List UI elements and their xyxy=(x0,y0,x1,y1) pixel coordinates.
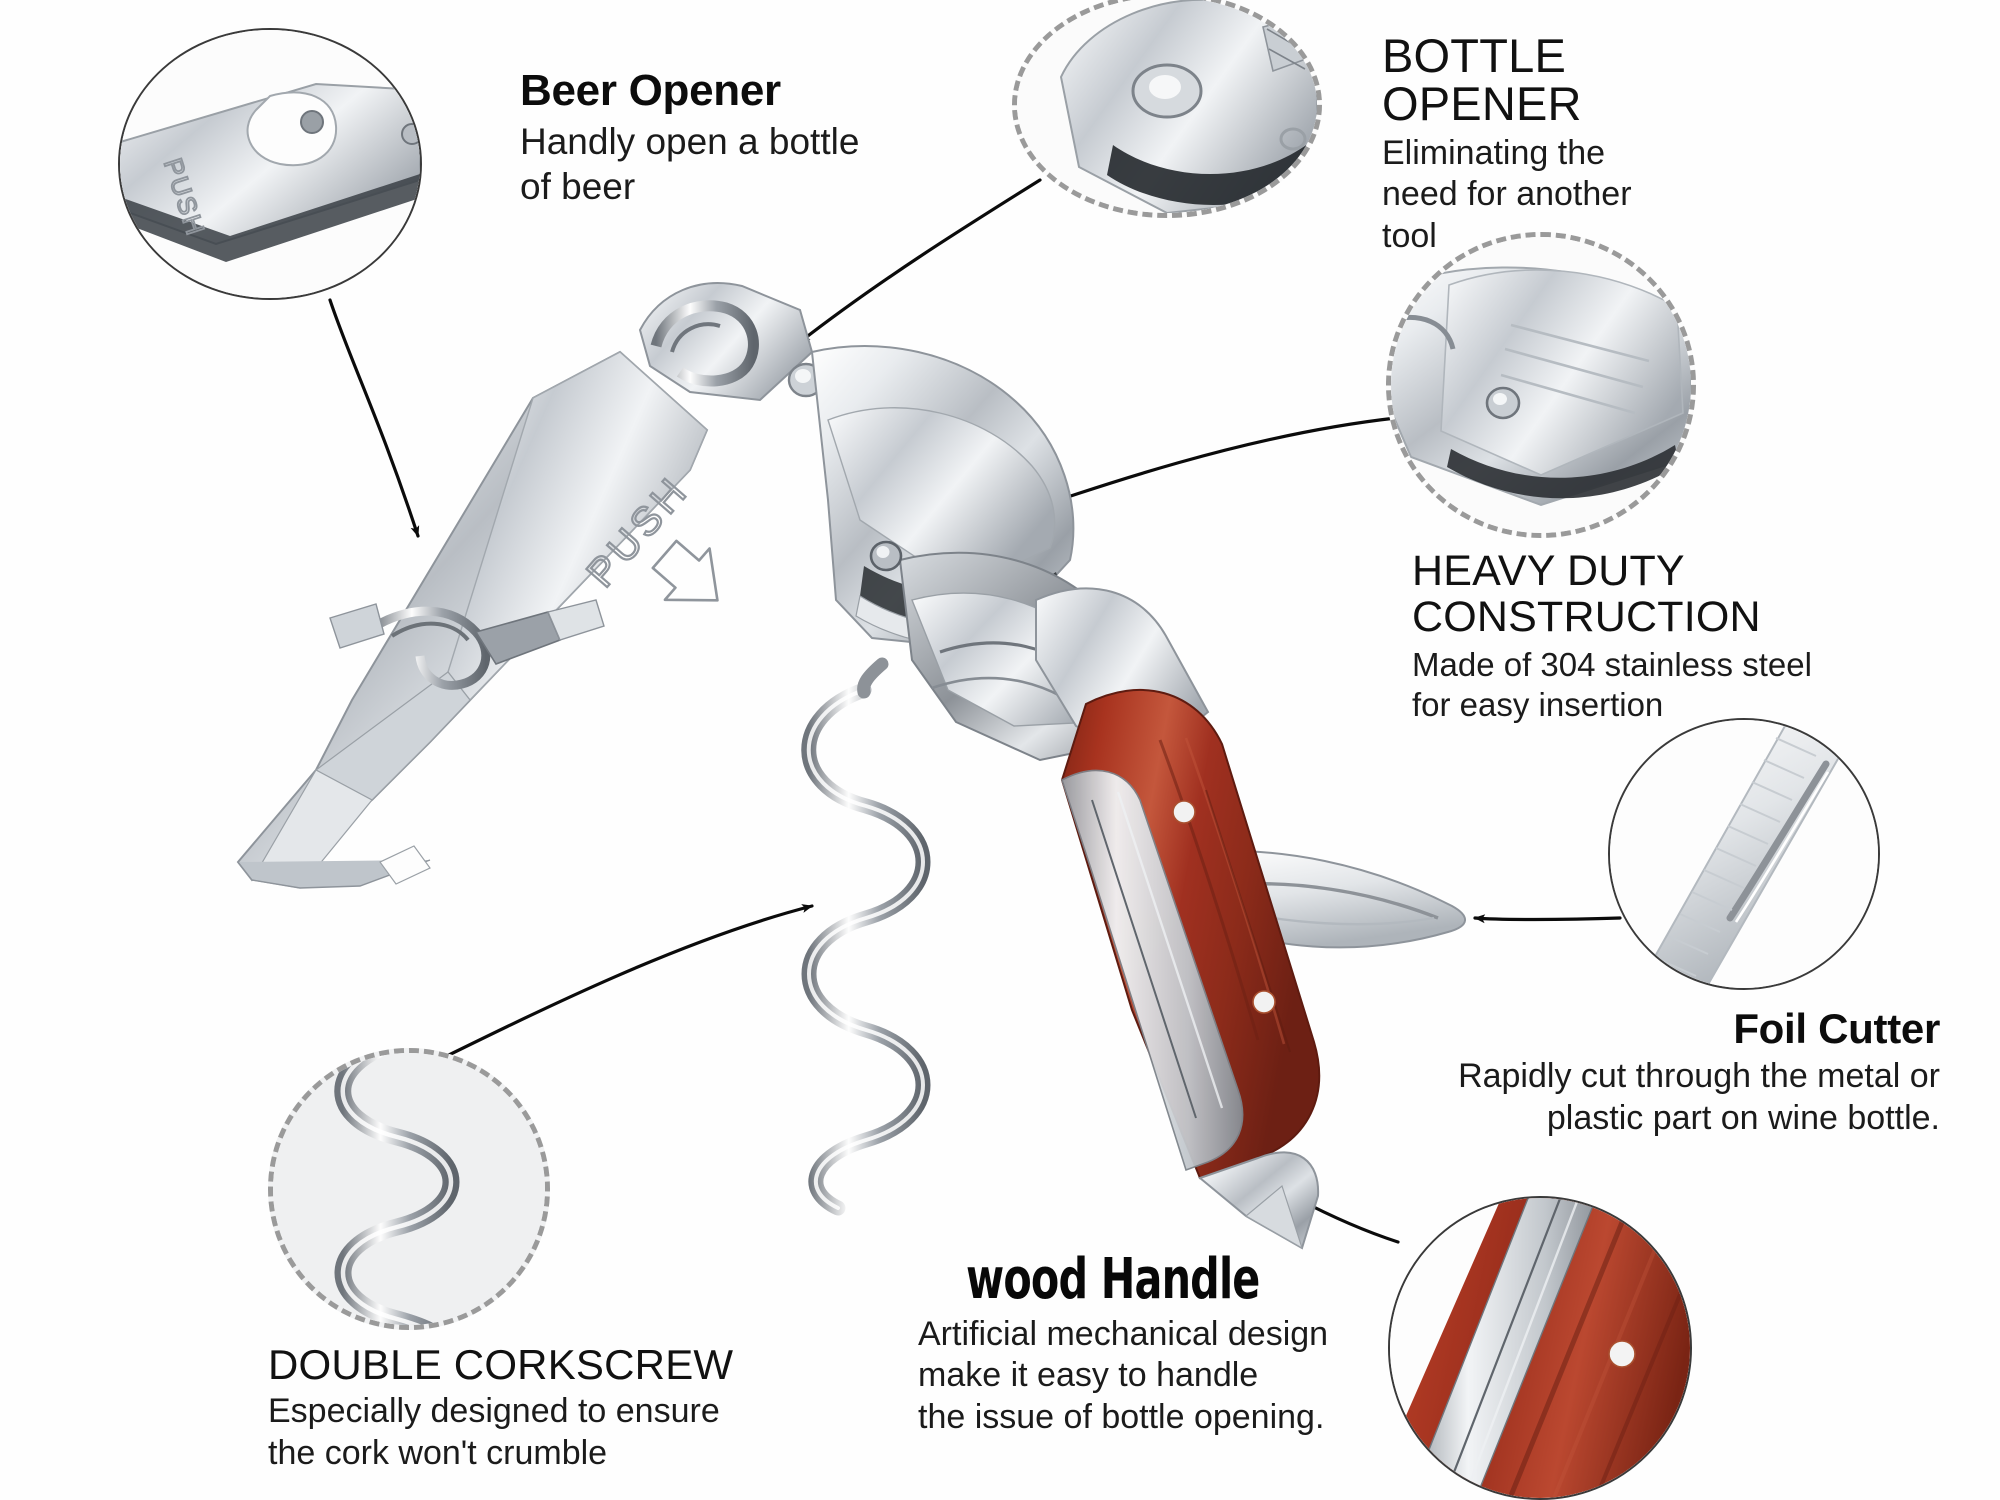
callout-text-beer-opener: Beer Opener Handly open a bottle of beer xyxy=(520,66,940,210)
wood-handle-body: Artificial mechanical design make it eas… xyxy=(918,1314,1438,1438)
wood-handle-body-line-1: Artificial mechanical design xyxy=(918,1315,1329,1353)
callout-text-double-corkscrew: DOUBLE CORKSCREW Especially designed to … xyxy=(268,1342,868,1474)
wood-handle-title: wood Handle xyxy=(966,1247,1260,1312)
foil-cutter-body-line-1: Rapidly cut through the metal or xyxy=(1458,1057,1940,1096)
beer-opener-title: Beer Opener xyxy=(520,66,781,115)
handle-rivet-lower xyxy=(1252,990,1276,1014)
foil-cutter-title: Foil Cutter xyxy=(1733,1005,1940,1052)
wood-handle-title-wrap: wood Handle xyxy=(918,1247,1438,1312)
beer-opener-body: Handly open a bottle of beer xyxy=(520,119,940,209)
bottle-opener-body: Eliminating the need for another tool xyxy=(1382,133,1802,257)
bottle-opener-body-line-3: tool xyxy=(1382,216,1437,255)
foil-cutter-body-line-2: plastic part on wine bottle. xyxy=(1546,1098,1940,1137)
detail-bubble-bottle-opener xyxy=(1012,0,1322,218)
callout-text-foil-cutter: Foil Cutter Rapidly cut through the meta… xyxy=(1380,1005,1940,1139)
callout-text-bottle-opener: BOTTLE OPENER Eliminating the need for a… xyxy=(1382,32,1802,257)
bottle-opener-body-line-1: Eliminating the xyxy=(1382,133,1606,172)
hinge-knuckle xyxy=(638,282,825,402)
bottle-opener-title-line-1: BOTTLE xyxy=(1382,29,1567,82)
handle-rivet-upper xyxy=(1172,800,1196,824)
heavy-duty-body-line-1: Made of 304 stainless steel xyxy=(1412,646,1812,683)
detail-bubble-double-corkscrew xyxy=(268,1048,550,1330)
double-corkscrew-body: Especially designed to ensure the cork w… xyxy=(268,1391,868,1474)
beer-opener-body-line-1: Handly open a bottle xyxy=(520,121,860,163)
wood-handle-body-line-3: the issue of bottle opening. xyxy=(918,1397,1325,1436)
arrow-foil-cutter xyxy=(1473,914,1622,924)
foil-cutter-body: Rapidly cut through the metal or plastic… xyxy=(1380,1056,1940,1139)
heavy-duty-body: Made of 304 stainless steel for easy ins… xyxy=(1412,645,1932,726)
double-corkscrew-body-line-2: the cork won't crumble xyxy=(268,1433,608,1472)
double-corkscrew-title: DOUBLE CORKSCREW xyxy=(268,1341,734,1388)
bottle-opener-title-line-2: OPENER xyxy=(1382,76,1582,130)
beer-opener-body-line-2: of beer xyxy=(520,166,636,208)
heavy-duty-title-line-1: HEAVY DUTY xyxy=(1412,547,1685,595)
cap-lifter-lever: PUSH xyxy=(236,350,719,889)
detail-bubble-wood-handle xyxy=(1388,1196,1692,1500)
wood-handle-body-line-2: make it easy to handle xyxy=(918,1356,1259,1395)
arrow-beer-opener xyxy=(328,298,420,538)
heavy-duty-title-line-2: CONSTRUCTION xyxy=(1412,593,1761,641)
callout-text-heavy-duty: HEAVY DUTY CONSTRUCTION Made of 304 stai… xyxy=(1412,548,1932,726)
wood-handle xyxy=(1035,587,1321,1250)
detail-bubble-foil-cutter xyxy=(1608,718,1880,990)
double-corkscrew-body-line-1: Especially designed to ensure xyxy=(268,1392,720,1431)
bottle-opener-title: BOTTLE OPENER xyxy=(1382,32,1802,128)
bottle-opener-body-line-2: need for another xyxy=(1382,175,1632,214)
corkscrew-product: PUSH xyxy=(236,282,1466,1250)
corkscrew-worm xyxy=(801,657,931,1216)
detail-bubble-beer-opener: PUSH xyxy=(118,28,422,300)
arrow-bottle-opener xyxy=(798,178,1042,344)
heavy-duty-body-line-2: for easy insertion xyxy=(1412,686,1664,724)
detail-bubble-heavy-duty xyxy=(1386,232,1696,538)
heavy-duty-title: HEAVY DUTY CONSTRUCTION xyxy=(1412,548,1932,640)
arrow-double-corkscrew xyxy=(396,904,814,1082)
callout-text-wood-handle: wood Handle Artificial mechanical design… xyxy=(918,1252,1438,1438)
